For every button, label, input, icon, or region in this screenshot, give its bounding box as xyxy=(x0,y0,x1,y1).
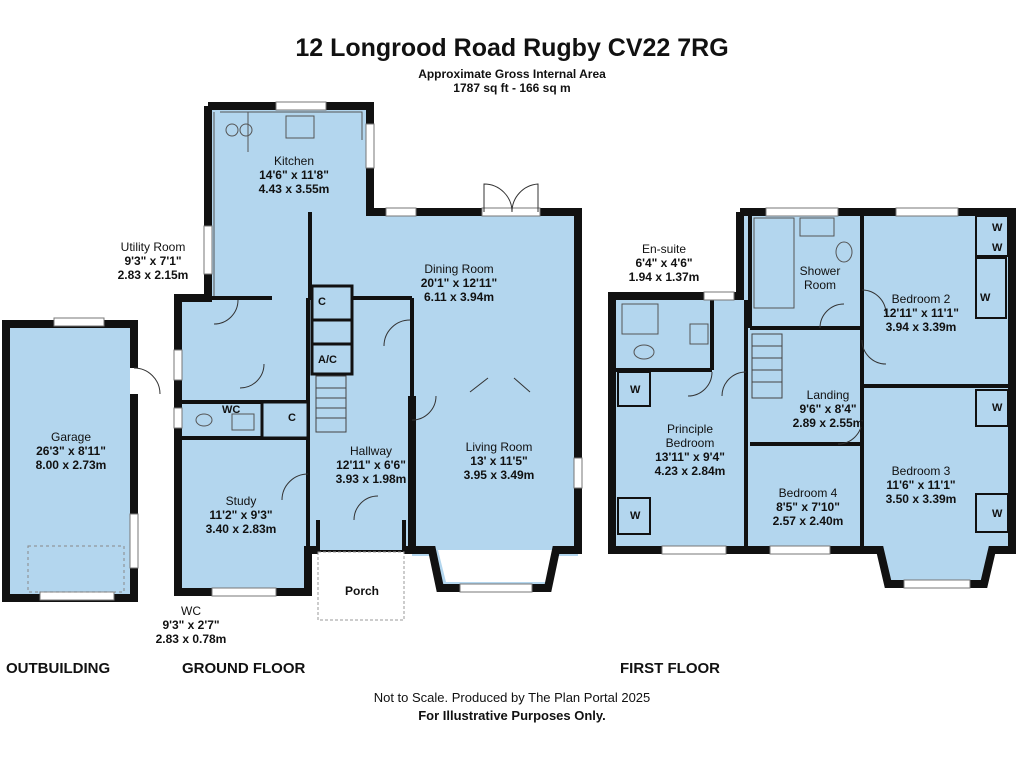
patio-doors xyxy=(483,183,539,213)
marker-cupboard: C xyxy=(318,296,326,308)
page-subtitle: Approximate Gross Internal Area xyxy=(418,67,606,81)
ground-floor xyxy=(173,101,583,621)
marker-ac: A/C xyxy=(318,354,337,366)
label-en-suite: En-suite 6'4" x 4'6" 1.94 x 1.37m xyxy=(628,242,700,284)
label-bedroom-2: Bedroom 2 12'11" x 11'1" 3.94 x 3.39m xyxy=(883,292,959,334)
label-bedroom-4: Bedroom 4 8'5" x 7'10" 2.57 x 2.40m xyxy=(772,486,844,528)
garage-door-track xyxy=(27,545,125,593)
label-living-room: Living Room 13' x 11'5" 3.95 x 3.49m xyxy=(463,440,535,482)
garage-side-window xyxy=(129,513,139,569)
first-windows xyxy=(661,207,971,589)
scale-note: Not to Scale. Produced by The Plan Porta… xyxy=(373,690,651,705)
label-study: Study 11'2" x 9'3" 3.40 x 2.83m xyxy=(205,494,277,536)
label-shower-room: Shower Room xyxy=(799,264,841,292)
marker-wc: WC xyxy=(222,404,241,416)
section-first-floor: FIRST FLOOR xyxy=(620,660,720,677)
label-wc-ground: WC 9'3" x 2'7" 2.83 x 0.78m xyxy=(155,604,227,646)
label-dining-room: Dining Room 20'1" x 12'11" 6.11 x 3.94m xyxy=(420,262,498,304)
garage-door-opening xyxy=(39,591,115,601)
label-kitchen: Kitchen 14'6" x 11'8" 4.43 x 3.55m xyxy=(258,154,330,196)
label-hallway: Hallway 12'11" x 6'6" 3.93 x 1.98m xyxy=(335,444,407,486)
stairs xyxy=(315,375,347,433)
section-ground-floor: GROUND FLOOR xyxy=(182,660,306,677)
bathroom-fittings xyxy=(621,217,853,360)
ground-windows xyxy=(173,101,583,597)
label-bedroom-3: Bedroom 3 11'6" x 11'1" 3.50 x 3.39m xyxy=(885,464,957,506)
section-outbuilding: OUTBUILDING xyxy=(6,660,111,677)
page-title: 12 Longrood Road Rugby CV22 7RG xyxy=(295,34,729,62)
ground-door-swings xyxy=(213,299,531,521)
label-utility-room: Utility Room 9'3" x 7'1" 2.83 x 2.15m xyxy=(117,240,189,282)
garage-window xyxy=(53,317,105,327)
marker-wardrobe: W xyxy=(992,402,1003,414)
label-garage: Garage 26'3" x 8'11" 8.00 x 2.73m xyxy=(35,430,107,472)
kitchen-fittings xyxy=(213,111,363,296)
label-landing: Landing 9'6" x 8'4" 2.89 x 2.55m xyxy=(792,388,864,430)
first-floor xyxy=(608,207,1016,589)
marker-wardrobe: W xyxy=(630,510,641,522)
marker-wardrobe: W xyxy=(980,292,991,304)
marker-wardrobe: W xyxy=(630,384,641,396)
gross-area: 1787 sq ft - 166 sq m xyxy=(453,81,571,95)
garage-outline xyxy=(2,317,161,602)
label-porch: Porch xyxy=(344,584,379,598)
label-principal-bedroom: Principle Bedroom 13'11" x 9'4" 4.23 x 2… xyxy=(654,422,726,478)
marker-wardrobe: W xyxy=(992,508,1003,520)
first-stairs xyxy=(751,333,783,399)
garage-door-swing xyxy=(133,367,161,395)
porch-outline xyxy=(317,551,405,621)
marker-cupboard: C xyxy=(288,412,296,424)
marker-wardrobe: W xyxy=(992,242,1003,254)
marker-wardrobe: W xyxy=(992,222,1003,234)
purpose-note: For Illustrative Purposes Only. xyxy=(418,708,606,723)
